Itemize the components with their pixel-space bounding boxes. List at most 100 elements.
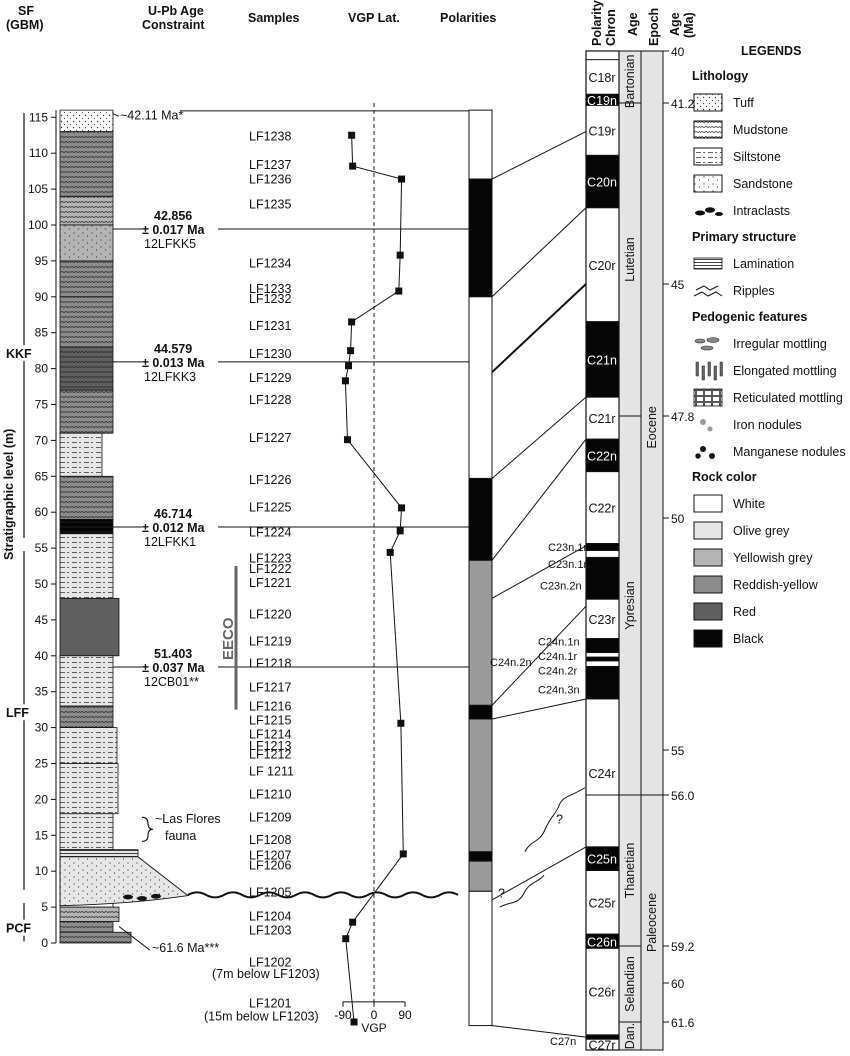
legend-swatch-tuff	[693, 93, 723, 112]
legend-item-label: Intraclasts	[733, 204, 790, 218]
age-sample-id: 12LFKK1	[144, 535, 196, 549]
chron-interval	[585, 947, 620, 1036]
sample-label: LF1215	[249, 714, 291, 728]
legend-swatch-manganese-nodules	[695, 453, 701, 459]
strat-tick-label: 80	[35, 362, 49, 376]
gpts-column: C18rC19nC19rC20nC20rC21nC21rC22nC22rC23n…	[490, 45, 695, 1053]
legend-swatch-red	[693, 602, 723, 621]
legend-swatch-black	[693, 629, 723, 648]
chron-interval	[585, 543, 620, 551]
upb-header-line2: Constraint	[142, 18, 205, 32]
age-tick-label: 41.2	[671, 97, 695, 111]
lithology-bed-pattern	[60, 196, 113, 225]
chron-header: Chron	[604, 9, 618, 46]
sample-label: LF1227	[249, 431, 291, 445]
legend-swatch-irregular-mottling	[706, 337, 720, 343]
polarity-interval	[468, 559, 493, 706]
chron-label: C25n	[587, 853, 617, 867]
sample-label: LF1217	[249, 681, 291, 695]
sample-label: LF1224	[249, 526, 291, 540]
vgp-axis-label: VGP	[361, 1021, 386, 1035]
polarity-interval	[468, 704, 493, 720]
legend-item-label: Ripples	[733, 284, 775, 298]
legend-swatch-elongated-mottling	[719, 361, 723, 377]
legend-section-title: Pedogenic features	[692, 310, 807, 324]
chron-interval	[585, 207, 620, 323]
vgp-tick-label: 90	[398, 1008, 412, 1022]
age-constraint-error: ± 0.037 Ma	[142, 661, 205, 675]
vgp-point	[396, 527, 404, 535]
age-sample-id: 12LFKK5	[144, 237, 196, 251]
sample-label: LF1226	[249, 473, 291, 487]
strat-tick-label: 0	[41, 936, 48, 950]
chron-interval	[585, 598, 620, 640]
stage-label: Bartonian	[623, 55, 637, 109]
sample-label: LF1216	[249, 699, 291, 713]
chron-label: C24n.1n	[538, 637, 580, 649]
sample-label: LF1208	[249, 833, 291, 847]
vgp-point	[349, 918, 357, 926]
age-leader	[118, 926, 151, 951]
strat-tick-label: 65	[35, 469, 49, 483]
legend-swatch-intraclasts	[715, 212, 723, 216]
polarity-interval	[468, 477, 493, 561]
sample-label: LF1213	[249, 739, 291, 753]
polarity-column	[468, 109, 493, 1027]
sample-labels: LF1238LF1237LF1236LF1235LF1234LF1233LF12…	[204, 129, 320, 1023]
chron-label: C19n	[587, 94, 617, 108]
sample-label: LF1219	[249, 635, 291, 649]
age-constraint-error: ± 0.017 Ma	[142, 223, 205, 237]
lithology-bed-pattern	[60, 921, 113, 933]
vgp-point	[343, 436, 351, 444]
age-tick-label: 56.0	[671, 789, 695, 803]
polarities-header: Polarities	[440, 11, 496, 25]
legend-swatch-mudstone	[693, 120, 723, 139]
legend-item-label: Reddish-yellow	[733, 578, 819, 592]
correlation-tie-line	[491, 438, 587, 561]
vgp-point	[348, 131, 356, 139]
legend-swatch-olive-grey	[693, 521, 723, 540]
lithology-bed-pattern	[60, 433, 102, 477]
legend-swatch-elongated-mottling	[701, 365, 705, 381]
sample-label: LF1236	[249, 172, 291, 186]
eeco-label: EECO	[220, 617, 237, 660]
strat-tick-label: 5	[41, 900, 48, 914]
epoch-header: Epoch	[647, 8, 661, 46]
lithology-bed-pattern	[60, 813, 113, 850]
age-tick-label: 45	[671, 278, 685, 292]
strat-tick-label: 95	[35, 254, 49, 268]
strat-tick-label: 40	[35, 649, 49, 663]
stage-label: Thanetian	[623, 843, 637, 899]
legend-section-title: Primary structure	[692, 230, 796, 244]
strat-tick-label: 110	[29, 146, 48, 160]
correlation-tie-line	[491, 698, 587, 720]
sample-label: LF1205	[249, 885, 291, 899]
polarity-interval	[468, 860, 493, 892]
lithology-bed-pattern	[60, 932, 131, 943]
correlation-tie-line	[491, 207, 587, 298]
legend-swatch-iron-nodules	[707, 426, 713, 432]
legend-swatch-manganese-nodules	[709, 453, 715, 459]
correlation-tie-line	[491, 283, 587, 373]
lithology-bed-pattern	[60, 110, 113, 132]
chron-label: C24r	[588, 767, 615, 781]
legend-swatch-white	[693, 494, 723, 513]
chron-label: C23n.1r	[548, 559, 587, 571]
legend-item-label: Manganese nodules	[733, 445, 846, 459]
lithology-bed-pattern	[60, 225, 113, 261]
epoch-label: Paleocene	[645, 893, 659, 952]
polarity-interval	[468, 718, 493, 853]
strat-tick-label: 75	[35, 398, 49, 412]
sample-label: LF1221	[249, 576, 291, 590]
lithology-bed-pattern	[60, 655, 113, 707]
legend-item-label: Olive grey	[733, 524, 790, 538]
chron-column-frame	[585, 50, 620, 1051]
age-constraint-value: 46.714	[154, 507, 192, 521]
vgp-point	[399, 850, 407, 858]
age-tick-label: 47.8	[671, 410, 695, 424]
strat-tick-label: 70	[35, 433, 49, 447]
vgp-point	[397, 719, 405, 727]
legend-item-label: Lamination	[733, 257, 794, 271]
formation-label: LFF	[6, 706, 29, 720]
